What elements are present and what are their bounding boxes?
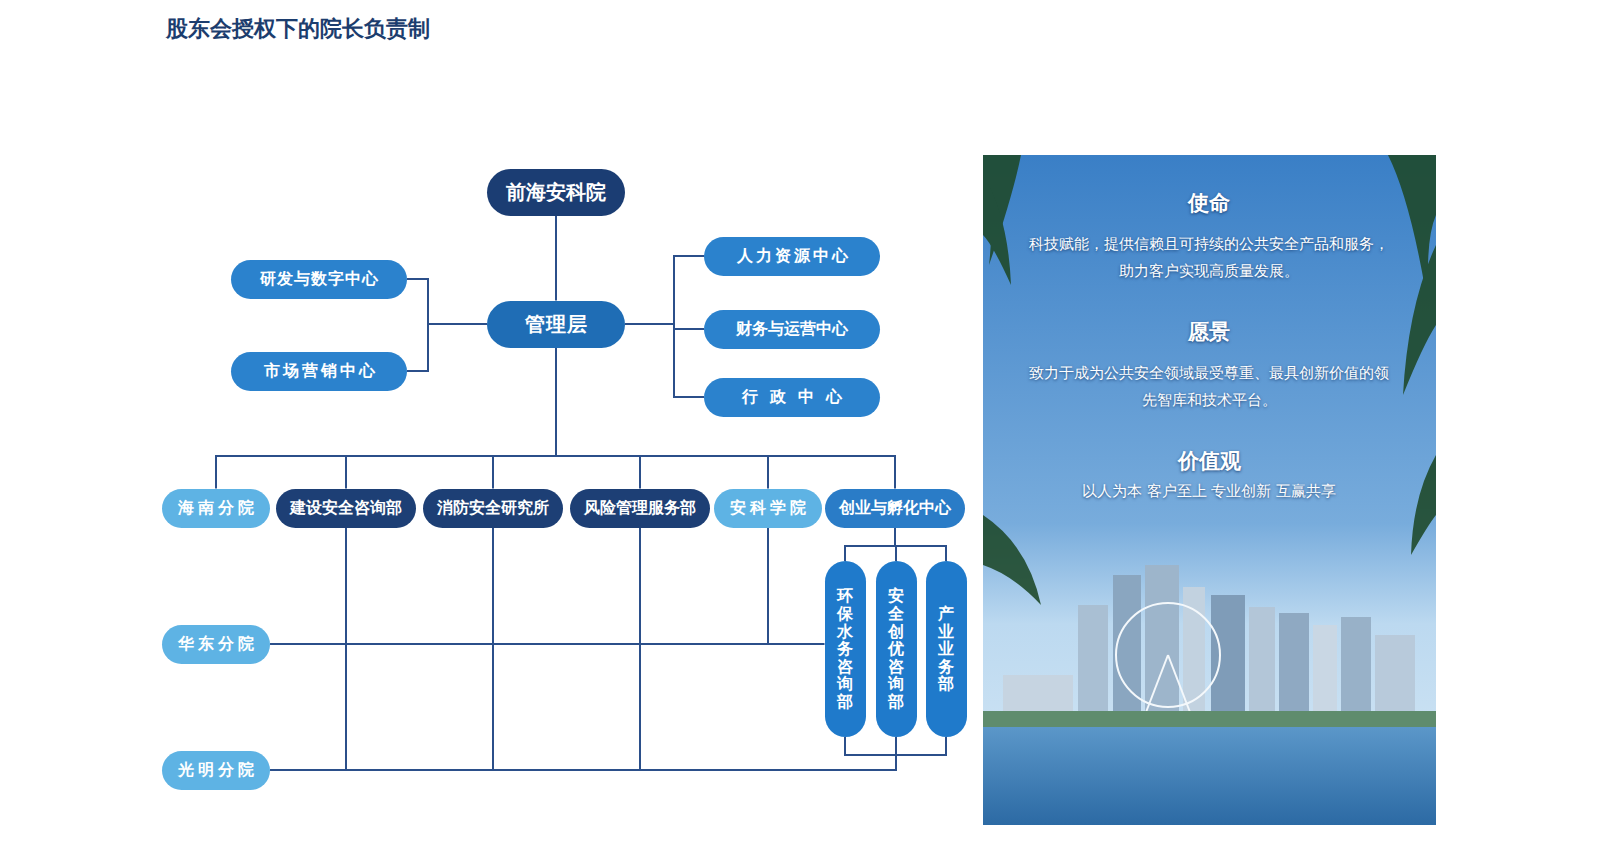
connector xyxy=(216,348,556,489)
connector xyxy=(556,348,895,489)
vertical-dept-box: 产业业务部 xyxy=(926,561,967,737)
panel-heading: 使命 xyxy=(1109,189,1309,217)
box-label: 研发与数字中心 xyxy=(259,269,379,290)
org-box: 财务与运营中心 xyxy=(704,310,880,349)
panel-heading: 愿景 xyxy=(1109,318,1309,346)
org-box: 风险管理服务部 xyxy=(570,489,710,528)
org-box: 安科学院 xyxy=(714,489,822,528)
connector xyxy=(270,643,825,645)
connector xyxy=(407,279,487,324)
box-label: 管理层 xyxy=(524,311,588,338)
box-label: 华东分院 xyxy=(174,634,258,655)
connector xyxy=(270,528,493,771)
connector xyxy=(270,737,896,770)
connector xyxy=(270,528,640,645)
box-label: 消防安全研究所 xyxy=(437,498,549,519)
connector xyxy=(556,348,768,489)
connector xyxy=(555,216,557,301)
org-box: 人力资源中心 xyxy=(704,237,880,276)
org-box: 创业与孵化中心 xyxy=(825,489,965,528)
connector xyxy=(493,348,556,489)
box-label: 市场营销中心 xyxy=(261,361,378,382)
box-label: 人力资源中心 xyxy=(734,246,851,267)
org-box: 建设安全咨询部 xyxy=(276,489,416,528)
connector xyxy=(270,528,346,771)
connector xyxy=(625,324,704,397)
org-box: 研发与数字中心 xyxy=(231,260,407,299)
panel-text: 科技赋能，提供信赖且可持续的公共安全产品和服务，助力客户实现高质量发展。 xyxy=(1029,231,1389,285)
connector xyxy=(556,348,640,489)
box-label: 行政中心 xyxy=(730,387,854,408)
org-box: 行政中心 xyxy=(704,378,880,417)
connector xyxy=(270,528,493,645)
box-label: 建设安全咨询部 xyxy=(290,498,402,519)
connector xyxy=(407,324,487,371)
connector xyxy=(895,528,946,562)
panel-text: 致力于成为公共安全领域最受尊重、最具创新价值的领先智库和技术平台。 xyxy=(1029,360,1389,414)
org-box: 市场营销中心 xyxy=(231,352,407,391)
vertical-dept-box: 环保水务咨询部 xyxy=(825,561,866,737)
org-box: 消防安全研究所 xyxy=(423,489,563,528)
box-label: 风险管理服务部 xyxy=(584,498,696,519)
org-box: 管理层 xyxy=(487,301,625,348)
connector xyxy=(270,528,768,645)
org-box: 光明分院 xyxy=(162,751,270,790)
connector xyxy=(270,528,640,771)
box-label: 安科学院 xyxy=(726,498,810,519)
box-label: 安全创优咨询部 xyxy=(888,587,904,710)
org-box: 前海安科院 xyxy=(487,169,625,216)
chart-title: 股东会授权下的院长负责制 xyxy=(166,14,430,44)
org-box: 华东分院 xyxy=(162,625,270,664)
org-box: 海南分院 xyxy=(162,489,270,528)
box-label: 产业业务部 xyxy=(938,605,954,693)
panel-text: 以人为本 客户至上 专业创新 互赢共享 xyxy=(1019,480,1399,502)
vertical-dept-box: 安全创优咨询部 xyxy=(876,561,917,737)
box-label: 财务与运营中心 xyxy=(736,319,848,340)
panel-heading: 价值观 xyxy=(1109,447,1309,475)
box-label: 海南分院 xyxy=(174,498,258,519)
connector xyxy=(625,256,704,324)
connector xyxy=(270,528,346,645)
box-label: 创业与孵化中心 xyxy=(839,498,951,519)
box-label: 前海安科院 xyxy=(506,179,606,206)
box-label: 光明分院 xyxy=(174,760,258,781)
box-label: 环保水务咨询部 xyxy=(837,587,853,710)
connector xyxy=(845,528,895,562)
